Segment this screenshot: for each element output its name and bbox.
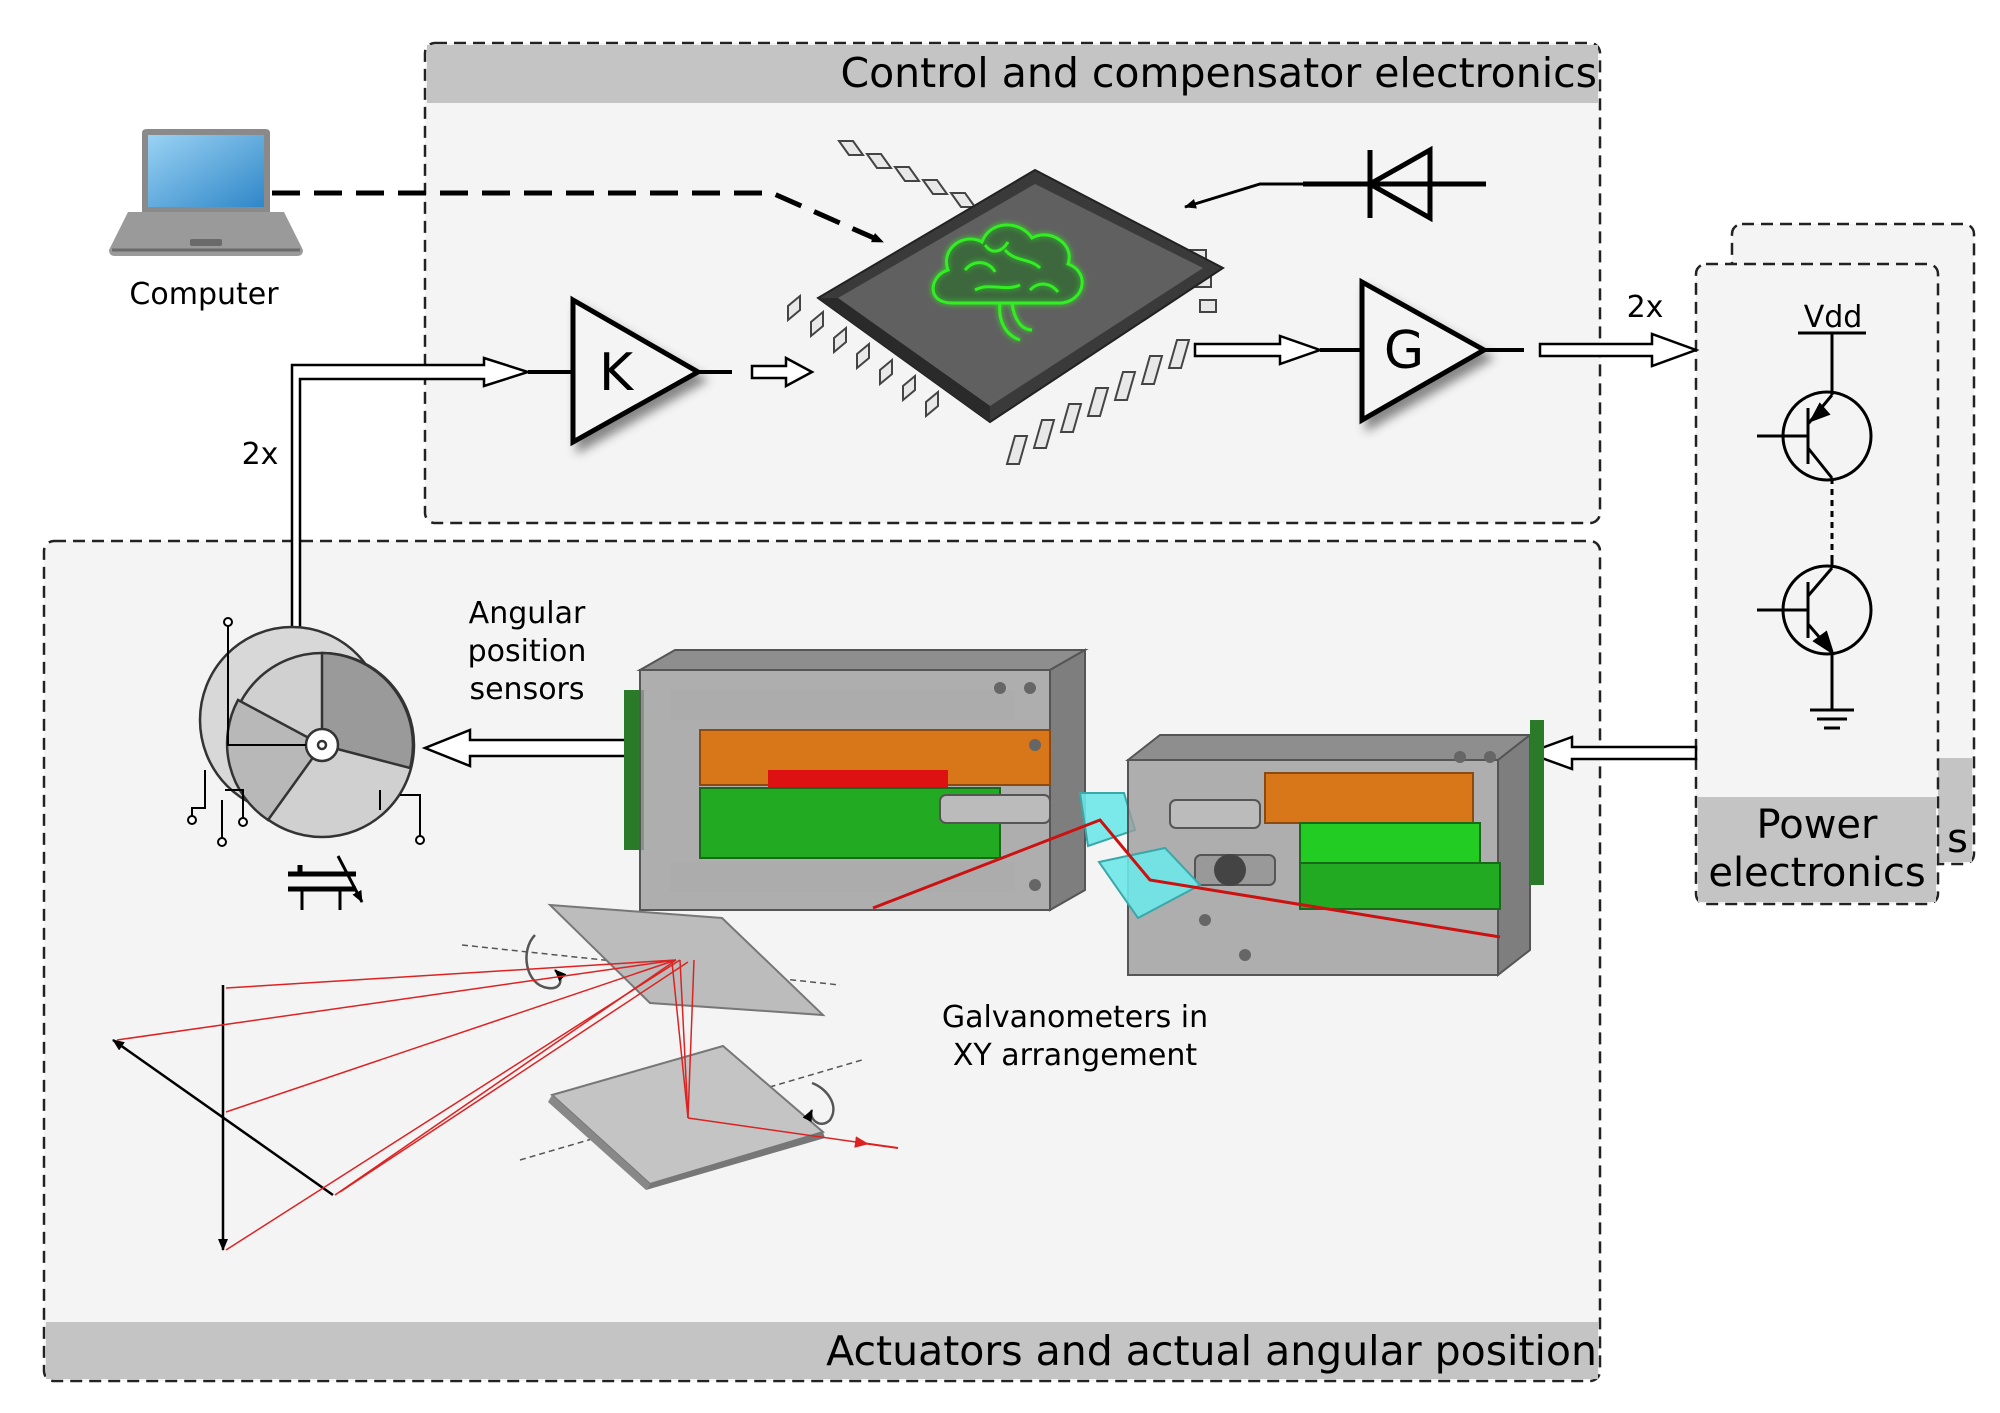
vdd-label: Vdd (1804, 300, 1863, 335)
diode-icon (1303, 145, 1486, 223)
power-stage-circuit: Vdd (1757, 300, 1873, 730)
power-panel-back-fragment: s (1947, 816, 1968, 862)
actuators-panel-title: Actuators and actual angular position (826, 1327, 1597, 1375)
ground-icon (1810, 708, 1854, 730)
control-panel-title: Control and compensator electronics (840, 49, 1597, 97)
amplifier-k: K (528, 295, 732, 447)
brain-icon (931, 223, 1084, 342)
power-panel-title-line1: Power (1757, 802, 1878, 848)
power-to-galvo-arrow (1524, 735, 1698, 771)
feedback-arrow (290, 356, 533, 642)
galvanometer-x (624, 648, 1137, 912)
amplifier-g: G (1320, 277, 1524, 425)
diode-signal-arrow (1184, 182, 1303, 209)
xy-mirror-schematic (112, 903, 899, 1251)
laser-beam (872, 818, 1501, 939)
computer-label: Computer (129, 277, 279, 312)
signal-arrows (290, 332, 1700, 771)
galvo-to-sensor-arrow (421, 728, 628, 768)
amplifier-g-label: G (1384, 321, 1424, 381)
angular-position-sensor (187, 617, 425, 847)
chip-to-g-arrow (1193, 334, 1324, 366)
rotation-arrow-icon (525, 934, 835, 1126)
multiplicity-right-label: 2x (1627, 290, 1664, 325)
laptop-icon (109, 129, 303, 256)
sensors-label-line3: sensors (469, 672, 584, 707)
k-to-chip-arrow (750, 355, 815, 389)
sensors-label-line1: Angular (469, 596, 586, 631)
transistor-icon (1757, 564, 1873, 656)
amplifier-k-label: K (599, 343, 635, 403)
variable-capacitor-icon (288, 855, 364, 910)
galvanometer-y (1097, 720, 1544, 978)
multiplicity-left-label: 2x (242, 437, 279, 472)
galvo-label-line1: Galvanometers in (942, 1000, 1208, 1035)
transistor-icon (1757, 390, 1873, 482)
g-to-power-arrow (1538, 332, 1700, 368)
power-panel-title-line2: electronics (1708, 850, 1925, 896)
sensors-label-line2: position (468, 634, 587, 669)
galvo-label-line2: XY arrangement (953, 1038, 1198, 1073)
